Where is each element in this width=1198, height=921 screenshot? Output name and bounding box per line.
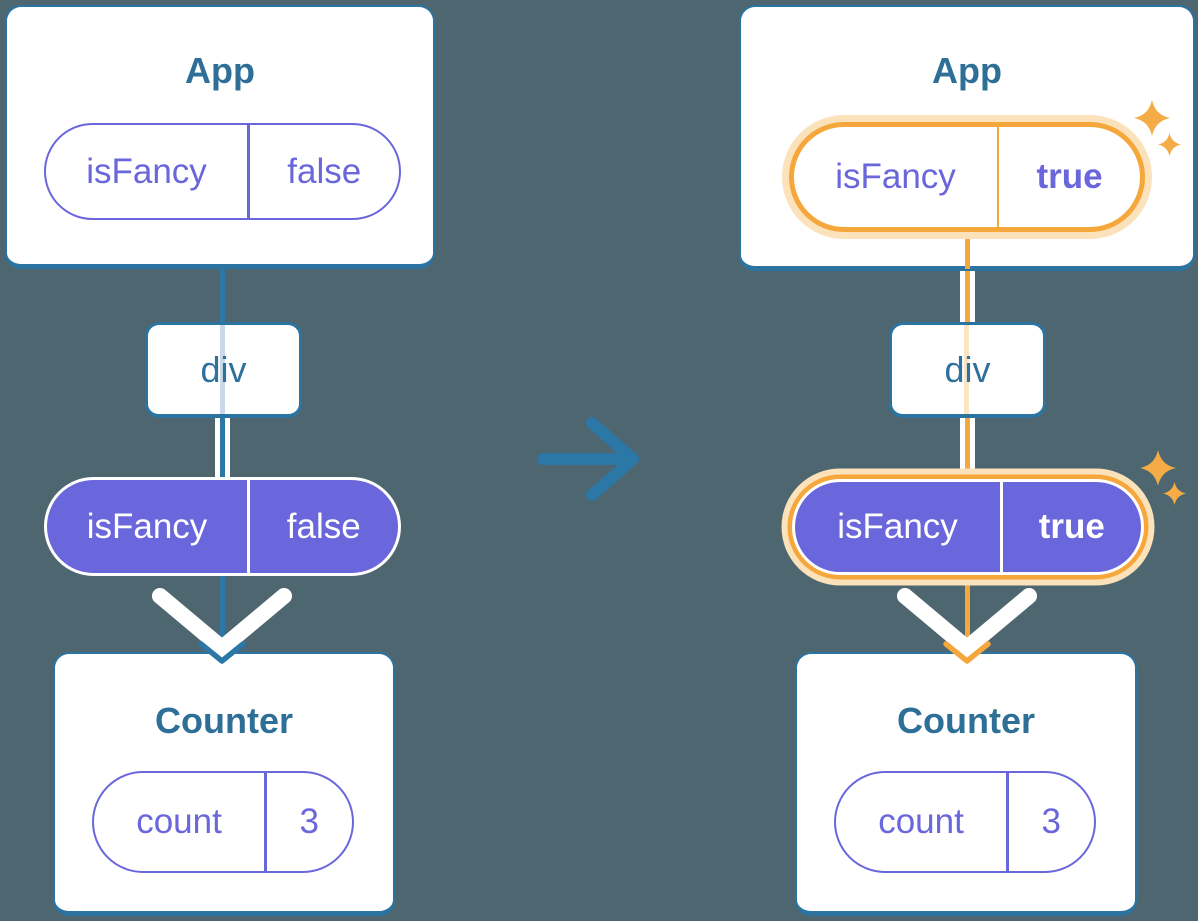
count-pill: count 3 [834, 771, 1096, 873]
edge-through-div [220, 325, 225, 414]
div-label: div [200, 348, 247, 390]
edge-props-to-counter [220, 573, 225, 656]
pill-divider [1000, 482, 1003, 572]
pill-key: isFancy [86, 151, 207, 191]
edge-through-div [964, 325, 969, 414]
sparkle-icon [1158, 133, 1181, 156]
pill-value: true [1038, 507, 1105, 546]
props-arrow-icon [152, 588, 292, 656]
pill-value: 3 [299, 802, 319, 841]
sparkle-icon [1163, 482, 1186, 505]
pill-value: false [286, 506, 361, 546]
component-title: App [185, 50, 255, 91]
sparkle-icon [1134, 100, 1170, 136]
div-label: div [944, 348, 991, 390]
pill-divider [264, 773, 267, 871]
arrow-down-icon [198, 641, 246, 664]
edge-app-to-div [220, 267, 225, 325]
state-pill: isFancy false [44, 123, 401, 220]
arrow-right-icon [537, 417, 639, 501]
edge-app-to-div [960, 269, 975, 325]
div-box: div [145, 322, 302, 418]
pill-value: true [1036, 157, 1103, 196]
pill-key: isFancy [837, 507, 958, 546]
component-title: Counter [155, 700, 293, 741]
pill-divider [997, 127, 999, 227]
pill-divider [1006, 773, 1009, 871]
pill-key: count [878, 802, 964, 841]
arrow-down-icon [943, 641, 991, 664]
edge-div-to-props [215, 416, 230, 479]
pill-key: isFancy [835, 157, 956, 196]
props-arrow-icon [897, 588, 1037, 656]
props-pill-highlighted: isFancy true [792, 479, 1144, 575]
pill-key: isFancy [86, 506, 208, 546]
pill-divider [247, 480, 250, 573]
pill-value: false [287, 151, 362, 191]
props-pill: isFancy false [44, 477, 401, 576]
edge-div-to-props [960, 416, 975, 479]
pill-key: count [136, 802, 222, 841]
count-pill: count 3 [92, 771, 354, 873]
state-pill-highlighted: isFancy true [789, 122, 1145, 232]
edge-props-to-counter [965, 573, 970, 656]
edge-pill-to-card-bottom [965, 225, 970, 269]
div-box: div [889, 322, 1046, 418]
component-title: Counter [897, 700, 1035, 741]
pill-value: 3 [1041, 802, 1061, 841]
sparkle-icon [1140, 450, 1176, 486]
component-title: App [932, 50, 1002, 91]
pill-divider [247, 125, 250, 218]
